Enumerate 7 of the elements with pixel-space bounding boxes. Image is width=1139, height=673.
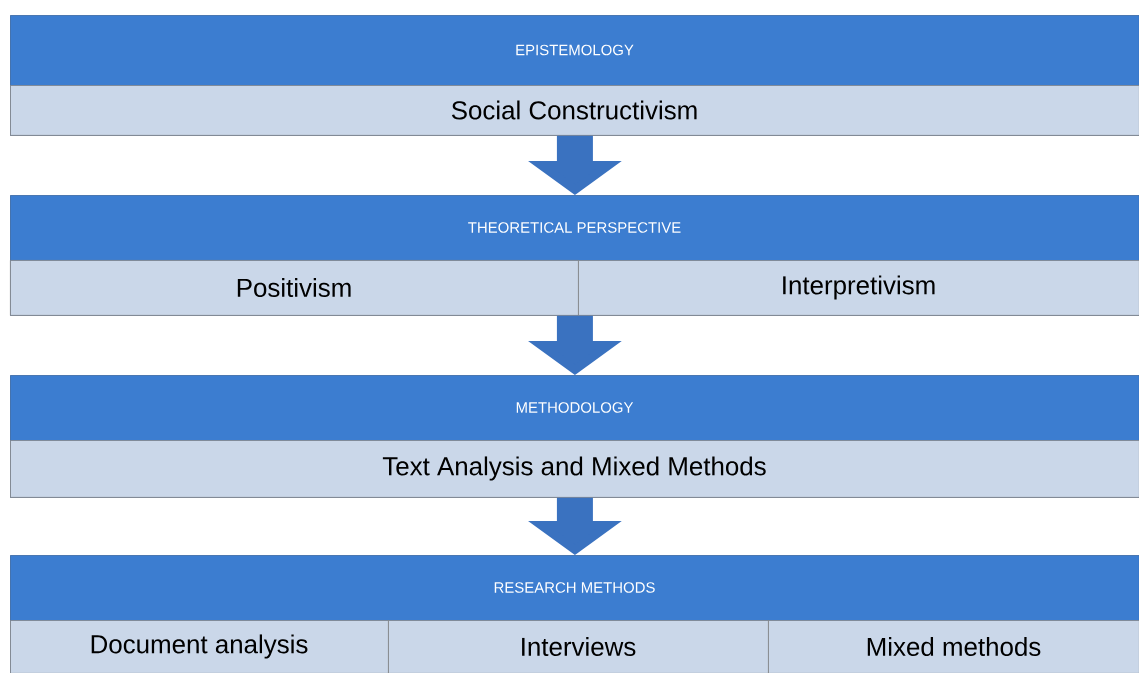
category-box: Positivism [10, 260, 579, 316]
category-box: Text Analysis and Mixed Methods [10, 440, 1139, 498]
category-box: Document analysis [10, 620, 389, 673]
category-box: Mixed methods [768, 620, 1139, 673]
category-box: Social Constructivism [10, 85, 1139, 136]
category-box: Interviews [388, 620, 769, 673]
category-box: Interpretivism [578, 260, 1139, 316]
